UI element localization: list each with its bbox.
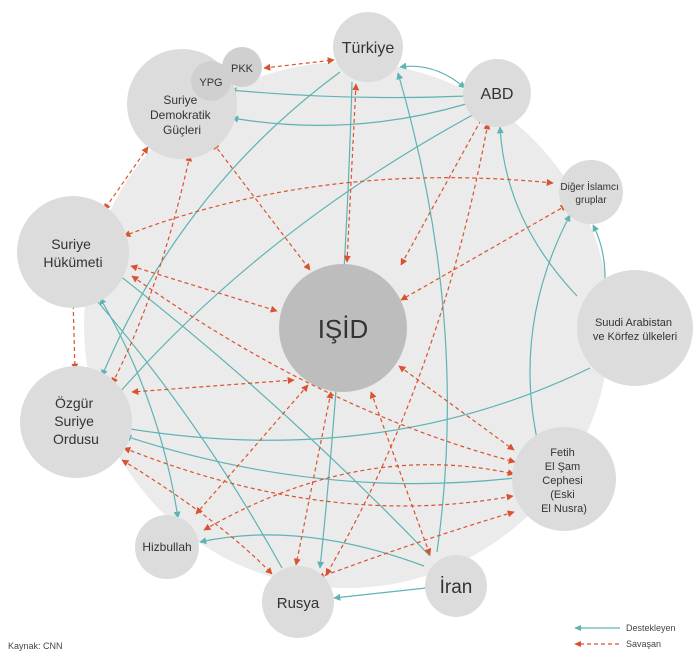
node-diger [559,160,623,224]
fight-arrow-diger-hukumet [123,177,554,237]
label-suudi-1: Suudi Arabistan [595,317,672,329]
label-ozgur-3: Ordusu [53,431,99,447]
label-diger-2: gruplar [575,195,607,206]
node-turkiye [333,12,403,82]
support-arrow-iran-rusya [333,587,427,601]
label-fetih-1: Fetih [550,447,574,459]
label-fetih-5: El Nusra) [541,503,587,515]
node-pkk [222,47,262,87]
label-sdg: Suriye Demokratik Güçleri [150,93,214,137]
fight-arrows [69,57,568,580]
label-sdg-1: Suriye [163,93,197,107]
label-pkk: PKK [231,63,254,75]
label-hukumet-1: Suriye [51,236,91,252]
label-fetih-2: El Şam [545,461,580,473]
node-abd [463,59,531,127]
label-ozgur: Özgür Suriye Ordusu [53,394,99,447]
label-rusya: Rusya [277,595,320,612]
label-abd: ABD [481,86,514,103]
fight-arrow-diger-isid [400,204,568,301]
node-isid [279,264,407,392]
node-suudi [577,270,693,386]
label-fetih-4: (Eski [550,489,574,501]
label-iran: İran [440,577,473,598]
node-hizbullah [135,515,199,579]
fight-arrow-isid-rusya [293,391,334,566]
nodes: IŞİD Türkiye ABD Suriye Demokratik Güçle… [17,12,693,638]
node-hukumet [17,196,129,308]
label-ypg: YPG [199,77,222,89]
label-ozgur-2: Suriye [54,413,94,429]
node-ozgur [20,366,132,478]
label-hizbullah: Hizbullah [142,540,191,554]
label-fetih-3: Cephesi [542,475,582,487]
label-isid: IŞİD [318,314,369,344]
fight-arrow-pkk-turkiye [263,57,335,71]
legend-support-label: Destekleyen [626,623,676,633]
source-note: Kaynak: CNN [8,641,63,651]
label-turkiye: Türkiye [342,40,395,57]
support-arrow-suudi-diger [592,224,606,279]
label-diger-1: Diğer İslamcı [560,180,618,193]
fight-arrow-isid-fetih [398,365,515,451]
node-rusya [262,566,334,638]
label-sdg-2: Demokratik [150,108,212,122]
label-suudi: Suudi Arabistan ve Körfez ülkeleri [593,317,677,343]
legend-support: Destekleyen [574,620,676,636]
fight-arrow-hukumet-ozgur [69,297,79,371]
support-line-icon [574,625,620,631]
fight-arrow-rusya-fetih [317,510,515,580]
fight-line-icon [574,641,620,647]
fight-arrow-ozgur-rusya [121,459,273,575]
label-hukumet-2: Hükümeti [43,254,102,270]
label-ozgur-1: Özgür [55,394,93,411]
legend: Destekleyen Savaşan [574,620,676,652]
node-fetih [512,427,616,531]
fight-arrow-hizbullah-fetih [203,464,515,531]
label-diger: Diğer İslamcı gruplar [560,180,621,206]
label-sdg-3: Güçleri [163,123,201,137]
support-arrow-turkiye-abd [399,62,466,89]
node-iran [425,555,487,617]
legend-fight: Savaşan [574,636,676,652]
legend-fight-label: Savaşan [626,639,662,649]
label-suudi-2: ve Körfez ülkeleri [593,331,677,343]
fight-arrow-isid-ozgur [131,376,295,396]
label-hukumet: Suriye Hükümeti [43,236,102,270]
label-fetih: Fetih El Şam Cephesi (Eski El Nusra) [541,447,587,515]
node-ypg [191,61,231,101]
